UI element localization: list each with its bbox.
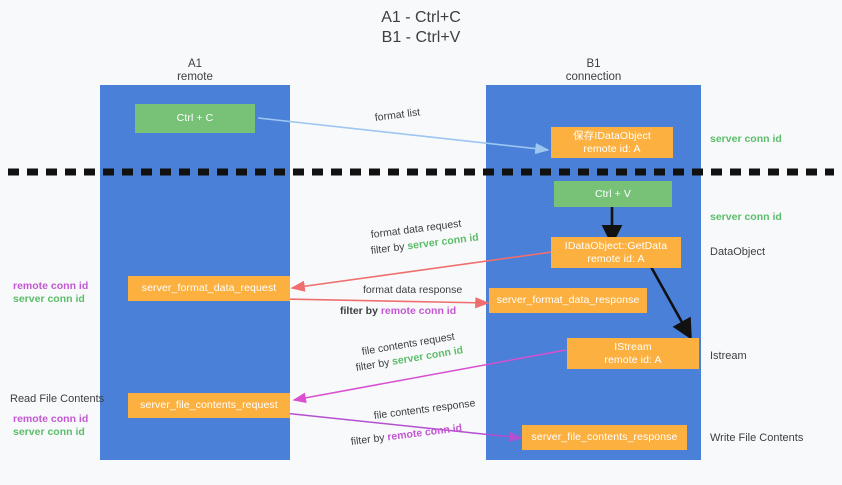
node-server-file-contents-response[interactable]: server_file_contents_response — [522, 425, 687, 450]
column-header-a1: A1 remote — [100, 58, 290, 84]
left-label-server-conn-id-1: server conn id — [13, 293, 85, 305]
right-label-istream: Istream — [710, 350, 747, 362]
arrow-file-contents-request — [292, 349, 567, 403]
left-label-remote-conn-id-1: remote conn id — [13, 280, 89, 292]
column-header-b1: B1 connection — [486, 58, 701, 84]
node-save-dataobject-line2: remote id: A — [583, 142, 641, 155]
right-label-dataobject: DataObject — [710, 246, 766, 258]
node-ctrl-v-label: Ctrl + V — [594, 187, 632, 200]
left-label-server-conn-id-2: server conn id — [13, 426, 85, 438]
node-server-format-data-request[interactable]: server_format_data_request — [128, 276, 290, 301]
node-save-dataobject[interactable]: 保存IDataObject remote id: A — [551, 127, 673, 158]
node-save-dataobject-line1: 保存IDataObject — [573, 129, 651, 142]
remote-conn-id-text-1: remote conn id — [380, 305, 457, 317]
column-a1-name: A1 — [187, 58, 203, 70]
title-line-1: A1 - Ctrl+C — [381, 9, 461, 26]
column-a1-role: remote — [177, 71, 213, 83]
node-ctrl-c-label: Ctrl + C — [176, 112, 214, 124]
column-b1-name: B1 — [586, 58, 601, 70]
filter-by-text-2: filter by — [340, 305, 381, 317]
node-istream-line2: remote id: A — [604, 353, 662, 366]
left-label-read-file-contents: Read File Contents — [10, 393, 105, 405]
node-ctrl-v[interactable]: Ctrl + V — [554, 181, 672, 207]
node-istream[interactable]: IStream remote id: A — [567, 338, 699, 369]
node-server-format-data-response[interactable]: server_format_data_response — [489, 288, 647, 313]
node-file-req-label: server_file_contents_request — [140, 399, 278, 411]
node-file-resp-label: server_file_contents_response — [531, 431, 678, 443]
right-label-write-file-contents: Write File Contents — [710, 432, 804, 444]
right-label-server-conn-id-top: server conn id — [710, 133, 782, 145]
left-label-remote-conn-id-2: remote conn id — [13, 413, 89, 425]
title-line-2: B1 - Ctrl+V — [381, 29, 461, 46]
arrow-format-list — [257, 117, 550, 155]
diagram-title: A1 - Ctrl+C B1 - Ctrl+V — [0, 8, 842, 48]
node-server-file-contents-request[interactable]: server_file_contents_request — [128, 393, 290, 418]
column-b1-role: connection — [565, 71, 622, 83]
node-getdata-line2: remote id: A — [587, 252, 645, 265]
node-getdata-line1: IDataObject::GetData — [564, 239, 668, 252]
node-ctrl-c[interactable]: Ctrl + C — [135, 104, 255, 133]
node-istream-line1: IStream — [614, 340, 652, 353]
node-fmt-resp-label: server_format_data_response — [496, 294, 640, 306]
right-label-server-conn-id-mid: server conn id — [710, 211, 782, 223]
edge-label-filter-remote-conn-1: filter by remote conn id — [340, 305, 456, 319]
edge-label-format-data-response: format data response — [363, 284, 463, 296]
arrow-format-data-request — [290, 251, 553, 292]
node-fmt-req-label: server_format_data_request — [141, 282, 277, 294]
node-idataobject-getdata[interactable]: IDataObject::GetData remote id: A — [551, 237, 681, 268]
arrow-getdata-to-istream — [648, 264, 692, 340]
